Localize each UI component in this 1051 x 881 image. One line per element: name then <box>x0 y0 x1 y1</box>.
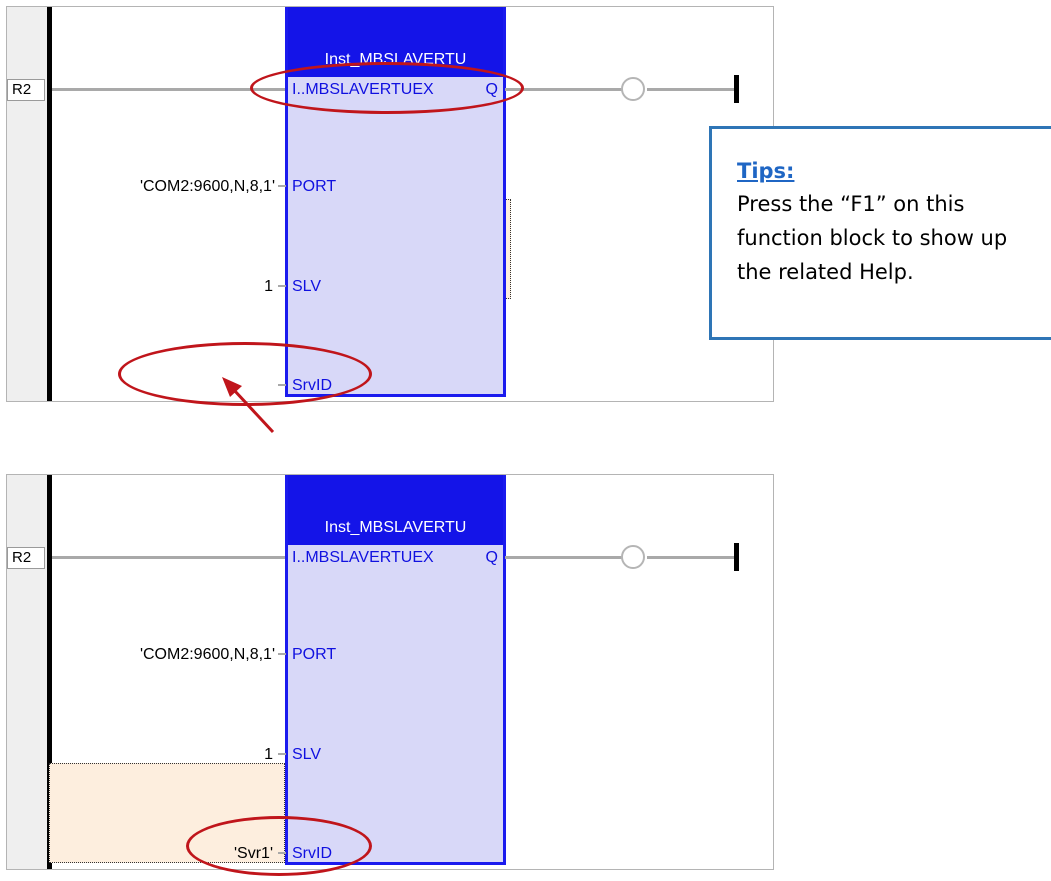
tips-body: Press the “F1” on this function block to… <box>737 192 1008 284</box>
left-power-rail <box>47 475 52 869</box>
pin-stub-srvid <box>278 852 286 854</box>
rung-label[interactable]: R2 <box>7 547 45 569</box>
rung-wire[interactable] <box>52 556 285 559</box>
param-slv-value[interactable]: 1 <box>264 746 273 763</box>
output-wire-right <box>647 88 735 91</box>
block-type-label: I..MBSLAVERTUEX <box>292 549 434 566</box>
ladder-panel-bottom: R2 Inst_MBSLAVERTU I..MBSLAVERTUEX Q POR… <box>6 474 774 870</box>
rung-label[interactable]: R2 <box>7 79 45 101</box>
param-port-value[interactable]: 'COM2:9600,N,8,1' <box>139 178 275 195</box>
param-slv-value[interactable]: 1 <box>264 278 273 295</box>
rung-wire[interactable] <box>52 88 285 91</box>
output-wire <box>505 556 623 559</box>
pin-stub-srvid <box>278 384 286 386</box>
tips-title: Tips: <box>737 159 795 183</box>
left-power-rail <box>47 7 52 401</box>
function-block-title: Inst_MBSLAVERTU <box>324 519 467 536</box>
param-port-value[interactable]: 'COM2:9600,N,8,1' <box>139 646 275 663</box>
function-block-type: I..MBSLAVERTUEX Q <box>292 81 498 99</box>
rung-gutter <box>7 475 47 869</box>
function-block-type: I..MBSLAVERTUEX Q <box>292 549 498 567</box>
param-srvid-value[interactable]: 'Svr1' <box>233 845 273 862</box>
selection-highlight <box>49 763 285 863</box>
function-block[interactable]: Inst_MBSLAVERTU I..MBSLAVERTUEX Q PORT S… <box>285 7 506 397</box>
output-pin-q[interactable]: Q <box>485 81 498 98</box>
tips-callout: Tips: Press the “F1” on this function bl… <box>709 126 1051 340</box>
input-pin-srvid[interactable]: SrvID <box>292 377 332 394</box>
pin-stub-port <box>278 185 286 187</box>
function-block[interactable]: Inst_MBSLAVERTU I..MBSLAVERTUEX Q PORT S… <box>285 475 506 865</box>
output-wire-right <box>647 556 735 559</box>
input-pin-srvid[interactable]: SrvID <box>292 845 332 862</box>
right-power-rail <box>734 543 739 571</box>
function-block-header: Inst_MBSLAVERTU <box>288 7 503 77</box>
input-pin-slv[interactable]: SLV <box>292 278 322 295</box>
ladder-panel-top: R2 Inst_MBSLAVERTU I..MBSLAVERTUEX Q POR… <box>6 6 774 402</box>
pin-stub-slv <box>278 285 286 287</box>
input-pin-port[interactable]: PORT <box>292 646 337 663</box>
output-coil[interactable] <box>621 545 645 569</box>
output-pin-q[interactable]: Q <box>485 549 498 566</box>
rung-gutter <box>7 7 47 401</box>
function-block-header: Inst_MBSLAVERTU <box>288 475 503 545</box>
output-wire <box>505 88 623 91</box>
pin-stub-port <box>278 653 286 655</box>
block-type-label: I..MBSLAVERTUEX <box>292 81 434 98</box>
input-pin-slv[interactable]: SLV <box>292 746 322 763</box>
output-coil[interactable] <box>621 77 645 101</box>
pin-stub-slv <box>278 753 286 755</box>
right-power-rail <box>734 75 739 103</box>
input-pin-port[interactable]: PORT <box>292 178 337 195</box>
